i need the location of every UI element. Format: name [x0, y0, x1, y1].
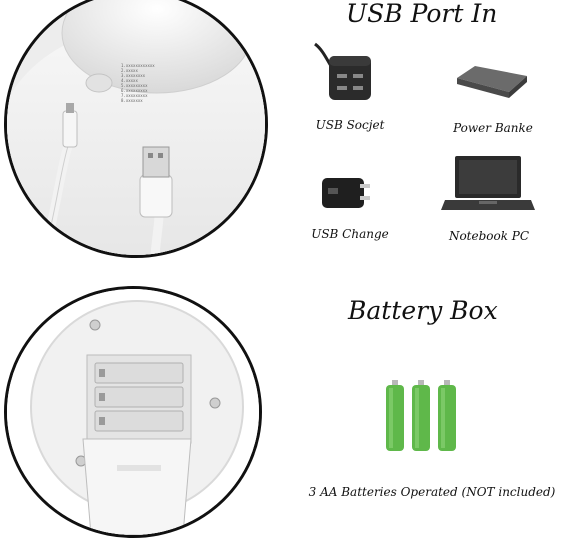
usb-port-photo: 1.xxxxxxxxxxxx 2.xxxxx 3.xxxxxxxx 4.xxxx… — [4, 0, 268, 258]
screw-icon — [209, 397, 221, 409]
battery-icon — [438, 380, 456, 451]
battery-box-illustration — [7, 289, 259, 535]
power-bank-label: Power Banke — [453, 121, 533, 135]
device-label-line: 2.xxxxx — [121, 68, 138, 73]
device-label-line: 5.xxxxxxxxx — [121, 83, 148, 88]
device-label-sticker: 1.xxxxxxxxxxxx 2.xxxxx 3.xxxxxxxx 4.xxxx… — [121, 63, 177, 103]
device-label-line: 6.xxxxxxxxx — [121, 88, 148, 93]
notebook-pc-icon — [441, 154, 535, 214]
usb-socket-label: USB Socjet — [315, 118, 385, 132]
device-label-line: 8.xxxxxxx — [121, 98, 143, 103]
screw-icon — [89, 319, 101, 331]
power-bank-icon — [453, 62, 529, 104]
power-button — [85, 73, 113, 93]
usb-charger-icon — [318, 164, 376, 214]
notebook-pc-label: Notebook PC — [448, 229, 530, 243]
device-label-line: 1.xxxxxxxxxxxx — [121, 63, 155, 68]
battery-note: 3 AA Batteries Operated (NOT included) — [308, 485, 556, 499]
usb-socket-icon — [313, 42, 379, 112]
battery-section-title: Battery Box — [348, 296, 498, 325]
device-label-line: 3.xxxxxxxx — [121, 73, 146, 78]
battery-icon — [412, 380, 430, 451]
aa-batteries-icon — [384, 380, 464, 454]
usb-port-illustration — [7, 0, 265, 255]
device-label-line: 4.xxxxx — [121, 78, 138, 83]
usb-charger-label: USB Change — [311, 227, 389, 241]
battery-icon — [386, 380, 404, 451]
usb-section-title: USB Port In — [346, 0, 498, 28]
battery-box-photo — [4, 286, 262, 538]
device-label-line: 7.xxxxxxxxx — [121, 93, 148, 98]
